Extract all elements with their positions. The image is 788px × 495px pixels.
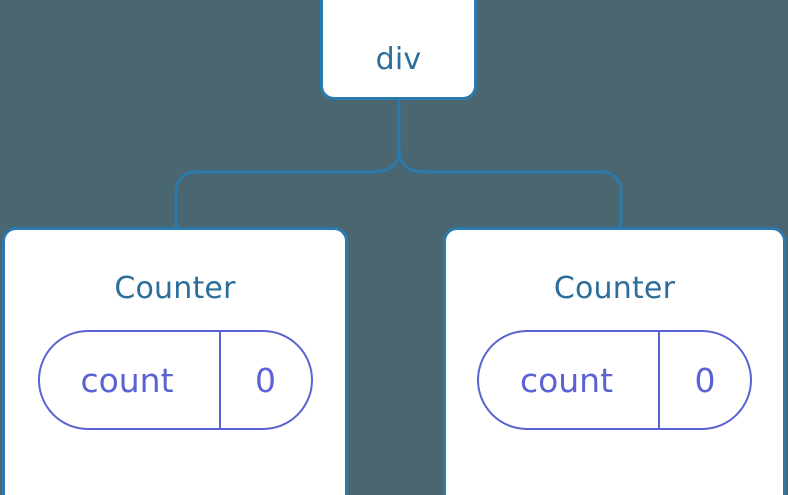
node-counter-0-label: Counter	[114, 271, 236, 306]
node-counter-1-label: Counter	[553, 271, 676, 306]
node-counter-1[interactable]: Counter count 0	[443, 227, 786, 495]
state-pill-counter-1[interactable]: count 0	[477, 330, 752, 430]
node-root-label: div	[375, 42, 422, 77]
node-counter-0[interactable]: Counter count 0	[2, 227, 348, 495]
node-root-div[interactable]: div	[320, 0, 477, 100]
state-value-counter-1: 0	[658, 332, 750, 428]
state-value-counter-0: 0	[218, 332, 311, 428]
state-key-counter-1: count	[519, 360, 614, 400]
state-key-counter-0: count	[80, 360, 174, 400]
connector-branch-right	[397, 148, 623, 234]
connector-branch-left	[174, 148, 401, 234]
state-pill-counter-0[interactable]: count 0	[37, 330, 313, 430]
